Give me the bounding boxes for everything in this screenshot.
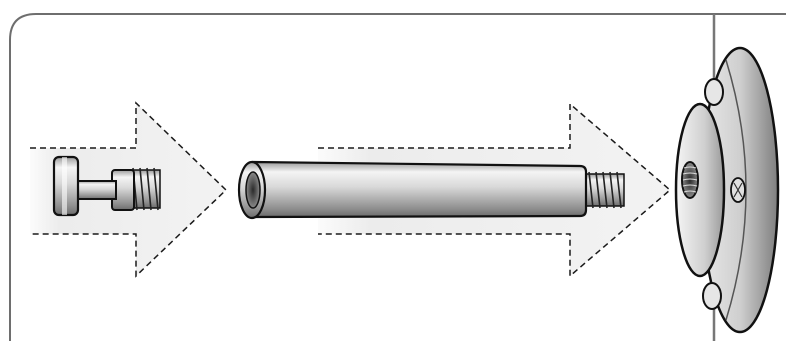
- mount-hub: [674, 102, 726, 278]
- panel-frame: [9, 13, 786, 341]
- mount-hole-top: [704, 78, 724, 106]
- rod-body: [251, 160, 588, 219]
- thumb-screw-neck: [75, 180, 117, 200]
- thumb-screw: [52, 155, 161, 217]
- threaded-rod: [237, 160, 625, 220]
- wall-mount-base: [674, 46, 780, 334]
- mount-hole-bottom: [702, 282, 722, 310]
- threaded-hole: [681, 161, 699, 199]
